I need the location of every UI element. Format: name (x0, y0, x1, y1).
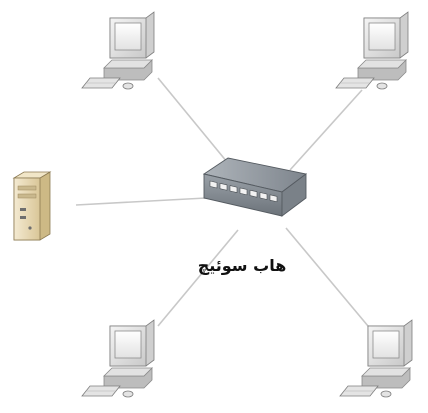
link-bottom-right (285, 227, 369, 327)
link-top-left (157, 77, 233, 169)
computer-bottom-right-icon (339, 319, 413, 398)
link-top-right (289, 89, 363, 171)
computer-top-left-icon (81, 11, 155, 90)
server-icon (12, 171, 52, 241)
connection-lines (75, 77, 369, 327)
hub-switch-icon (202, 157, 308, 217)
computer-bottom-left-icon (81, 319, 155, 398)
computer-top-right-icon (335, 11, 409, 90)
link-bottom-left (157, 229, 239, 327)
link-server (75, 197, 207, 206)
hub-switch-label: هاب سوئیچ (197, 256, 287, 275)
